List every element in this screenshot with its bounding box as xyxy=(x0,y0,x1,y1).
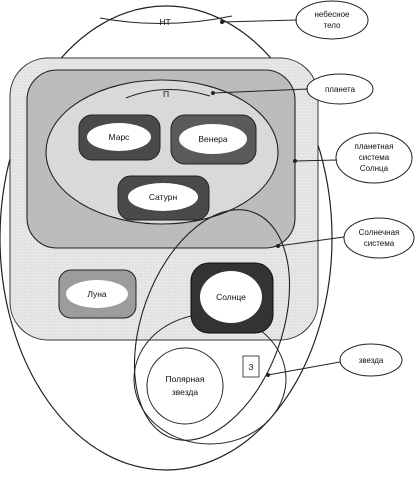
callout-solar-system xyxy=(343,217,415,259)
callout-celestial-line2: тело xyxy=(324,21,342,30)
celestial-label-arc xyxy=(99,15,233,24)
callout-planetary-line3: Солнца xyxy=(360,164,389,173)
leader-dot-celestial xyxy=(220,20,224,24)
leader-dot-planet xyxy=(211,91,215,95)
callout-solar-line2: система xyxy=(364,239,395,248)
callout-planetary-line2: система xyxy=(359,153,390,162)
callout-star-text: звезда xyxy=(359,356,384,365)
saturn-inner xyxy=(128,183,198,211)
label-z: З xyxy=(248,362,253,372)
leader-solar-system xyxy=(277,236,345,247)
label-nt: НТ xyxy=(159,17,170,27)
leader-star xyxy=(267,361,341,376)
callout-planetary-system xyxy=(335,132,413,184)
callout-celestial-line1: небесное xyxy=(314,10,350,19)
callout-celestial-body xyxy=(295,0,369,40)
label-polar-star-line2: звезда xyxy=(172,387,199,397)
label-saturn: Сатурн xyxy=(149,192,178,202)
star-label-box xyxy=(242,355,260,378)
callout-planet-text: планета xyxy=(325,85,356,94)
label-mars: Марс xyxy=(109,132,131,142)
label-p: П xyxy=(163,89,169,99)
callout-solar-line1: Солнечная xyxy=(359,228,400,237)
mars-inner xyxy=(87,123,151,151)
venera-inner xyxy=(179,124,247,154)
callout-star xyxy=(339,343,403,377)
label-polar-star-line1: Полярная xyxy=(166,374,205,384)
leader-planetary-system xyxy=(294,159,338,162)
leader-dot-planetary-system xyxy=(293,159,297,163)
solntse-inner xyxy=(200,271,262,323)
leader-dot-star xyxy=(266,373,270,377)
luna-inner xyxy=(66,280,128,308)
label-solntse: Солнце xyxy=(216,292,246,302)
label-venera: Венера xyxy=(198,134,228,144)
leader-planet xyxy=(212,88,309,94)
leader-dot-solar-system xyxy=(276,244,280,248)
leader-celestial xyxy=(221,19,298,23)
callout-planetary-line1: планетная xyxy=(355,142,394,151)
polar-star-circle xyxy=(146,347,224,425)
label-luna: Луна xyxy=(87,289,107,299)
celestial-body-region xyxy=(0,5,333,471)
planet-label-arc xyxy=(125,89,211,99)
